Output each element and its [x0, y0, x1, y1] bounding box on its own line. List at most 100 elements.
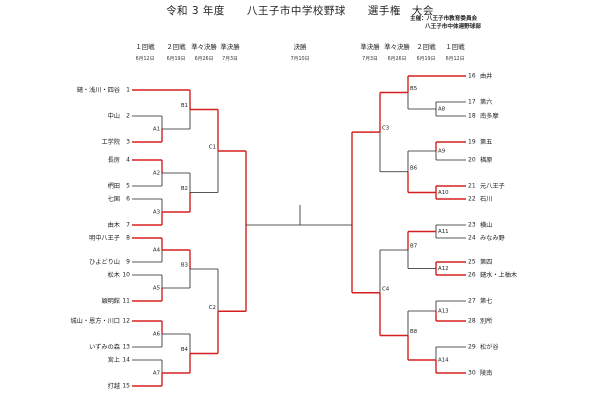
right-team-name: 第五: [480, 138, 492, 146]
right-team-seed: 21: [468, 183, 476, 190]
right-game-label: A11: [438, 229, 449, 235]
left-game-label: B3: [181, 263, 188, 269]
right-team-seed: 20: [468, 157, 476, 164]
left-game-label: A6: [153, 332, 161, 338]
right-team-seed: 18: [468, 113, 476, 120]
right-game-label: B5: [410, 86, 417, 92]
date-right-round2: 6月19日: [416, 57, 436, 62]
left-team-name: 工学院: [101, 138, 120, 146]
right-team-name: 第六: [480, 98, 492, 106]
left-game-label: A7: [153, 371, 160, 377]
header-right-round1: １回戦: [445, 43, 465, 51]
left-game-label: C2: [209, 305, 216, 311]
right-team-name: 南多摩: [480, 112, 499, 120]
left-team-seed: 5: [126, 183, 130, 190]
right-team-seed: 28: [468, 318, 476, 325]
left-team-name: 長房: [108, 156, 120, 164]
left-team-seed: 6: [126, 196, 130, 203]
right-game-label: B7: [410, 244, 417, 250]
right-game-label: A14: [438, 358, 449, 364]
header-left-quarterfinal: 準々決勝: [191, 43, 217, 51]
left-team-name: 城山・恩方・川口: [71, 317, 121, 325]
right-game-label: C3: [382, 126, 389, 132]
left-game-label: A1: [153, 127, 160, 133]
right-team-seed: 26: [468, 272, 476, 279]
right-team-seed: 17: [468, 99, 476, 106]
left-team-seed: 7: [126, 222, 130, 229]
left-team-seed: 4: [126, 157, 130, 164]
left-team-name: 宮上: [108, 356, 120, 364]
left-team-name: 椚田: [108, 182, 120, 190]
right-team-seed: 30: [468, 370, 476, 377]
left-team-seed: 14: [122, 357, 130, 364]
left-team-seed: 3: [126, 139, 130, 146]
right-game-label: B6: [410, 165, 418, 171]
left-game-label: B2: [181, 186, 188, 192]
date-left-quarterfinal: 6月26日: [194, 57, 214, 62]
left-game-label: A3: [153, 210, 160, 216]
left-game-label: A5: [153, 286, 160, 292]
left-team-name: 打越: [108, 382, 120, 390]
left-team-seed: 1: [126, 87, 130, 94]
left-game-label: A2: [153, 171, 160, 177]
left-game-label: B1: [181, 103, 188, 109]
right-team-seed: 27: [468, 298, 476, 305]
right-team-seed: 24: [468, 235, 476, 242]
left-team-seed: 13: [122, 344, 130, 351]
header-right-round2: ２回戦: [416, 43, 436, 51]
right-game-label: C4: [382, 286, 390, 292]
left-team-name: 明中八王子: [89, 234, 120, 242]
right-team-seed: 25: [468, 259, 476, 266]
left-team-seed: 15: [122, 383, 130, 390]
header-right-quarterfinal: 準々決勝: [384, 43, 410, 51]
right-team-name: 第四: [480, 258, 492, 266]
page-title: 令和 3 年度 八王子市中学校野球 選手権 大会: [166, 5, 434, 17]
left-team-name: 松木: [108, 271, 120, 279]
left-team-seed: 12: [122, 318, 130, 325]
date-final: 7月10日: [290, 57, 310, 62]
header-left-round1: １回戦: [135, 43, 155, 51]
header-right-semifinal: 準決勝: [360, 43, 380, 51]
left-game-label: A4: [153, 248, 161, 254]
right-team-name: みなみ野: [480, 234, 505, 242]
organizer-line-1: 主催：八王子市教育委員会: [410, 16, 478, 22]
left-team-name: 中山: [108, 112, 120, 120]
right-team-seed: 23: [468, 222, 476, 229]
right-team-name: 鑓水・上柚木: [480, 271, 517, 279]
left-team-name: 由木: [108, 221, 120, 229]
right-team-name: 元八王子: [480, 183, 505, 190]
left-team-name: 鑓・浅川・四谷: [77, 86, 120, 94]
left-team-seed: 11: [122, 298, 130, 305]
left-team-name: いずみの森: [89, 343, 121, 351]
left-team-seed: 10: [122, 272, 130, 279]
header-left-semifinal: 準決勝: [220, 43, 240, 51]
right-team-name: 楢原: [480, 156, 492, 164]
right-game-label: A9: [438, 149, 446, 155]
date-left-round2: 6月19日: [166, 57, 186, 62]
date-left-semifinal: 7月3日: [222, 57, 238, 62]
right-game-label: A8: [438, 107, 446, 113]
right-team-name: 陵南: [480, 369, 492, 377]
date-right-semifinal: 7月3日: [362, 57, 378, 62]
right-team-name: 由井: [480, 72, 492, 80]
right-team-name: 松が谷: [480, 343, 499, 351]
left-team-name: 七国: [108, 195, 120, 203]
right-team-seed: 16: [468, 73, 476, 80]
right-game-label: A12: [438, 266, 449, 272]
date-right-round1: 6月12日: [445, 57, 465, 62]
right-team-name: 第七: [480, 297, 492, 305]
date-right-quarterfinal: 6月26日: [387, 57, 407, 62]
header-left-round2: ２回戦: [166, 43, 186, 51]
right-game-label: A10: [438, 190, 449, 196]
right-team-name: 石川: [480, 196, 492, 203]
left-team-name: ひよどり山: [89, 258, 120, 266]
left-game-label: C1: [209, 145, 216, 151]
right-team-name: 別所: [480, 317, 492, 325]
right-team-seed: 19: [468, 139, 476, 146]
right-team-name: 横山: [480, 221, 492, 229]
date-left-round1: 6月12日: [135, 57, 155, 62]
left-team-seed: 2: [126, 113, 130, 120]
right-team-seed: 29: [468, 344, 476, 351]
right-team-seed: 22: [468, 196, 476, 203]
